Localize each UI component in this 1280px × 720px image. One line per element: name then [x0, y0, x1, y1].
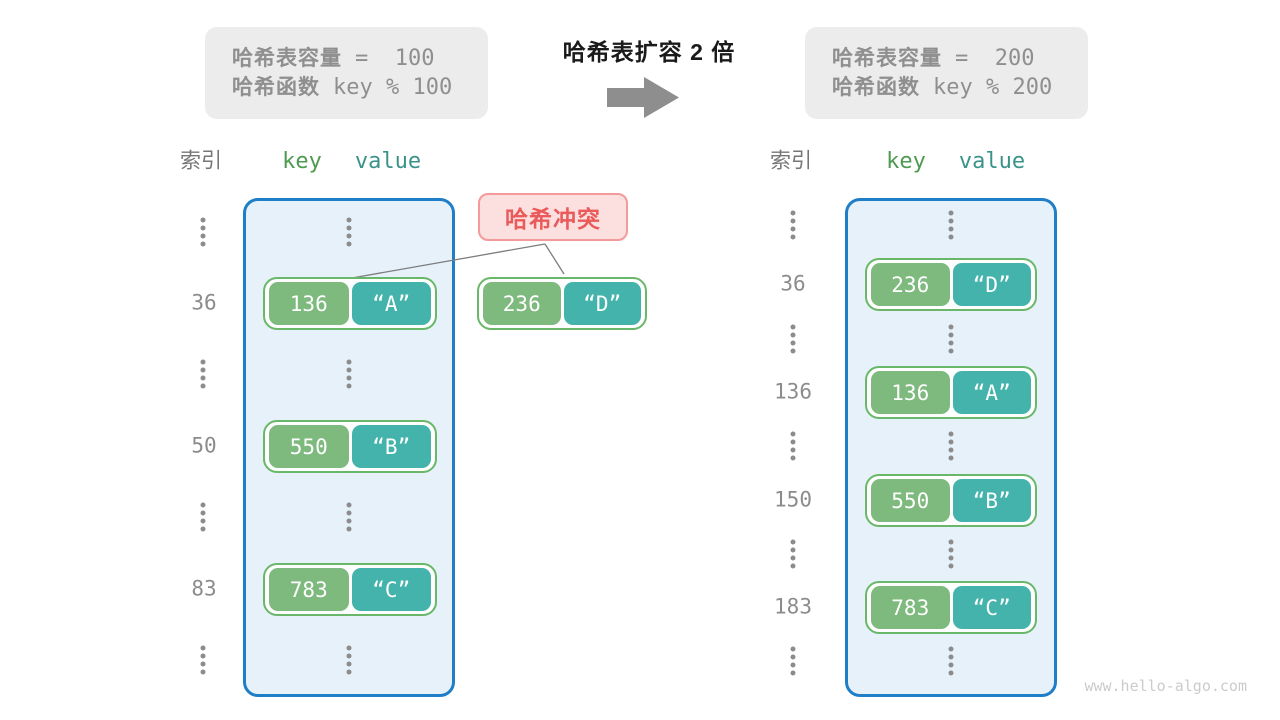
- ellipsis-icon: [948, 431, 954, 461]
- hash-function-label: 哈希函数: [832, 75, 920, 99]
- ellipsis-icon: [200, 645, 206, 675]
- kv-pair: 136 “A”: [263, 277, 437, 330]
- value-cell: “B”: [351, 425, 431, 468]
- value-cell: “A”: [952, 371, 1031, 414]
- hash-function-line: 哈希函数 key % 200: [832, 74, 1088, 100]
- ellipsis-icon: [790, 539, 796, 569]
- ellipsis-icon: [346, 217, 352, 247]
- key-cell: 550: [871, 479, 950, 522]
- right-index-label: 36: [780, 271, 806, 296]
- key-cell: 136: [269, 282, 349, 325]
- watermark-url: www.hello-algo.com: [1084, 677, 1247, 695]
- right-index-label: 183: [774, 594, 812, 619]
- key-cell: 783: [269, 568, 349, 611]
- ellipsis-icon: [790, 646, 796, 676]
- right-block-arrow-icon: [607, 77, 679, 118]
- ellipsis-icon: [790, 210, 796, 240]
- left-header-value: value: [354, 149, 422, 174]
- capacity-label: 哈希表容量: [232, 46, 342, 70]
- key-cell: 783: [871, 586, 950, 629]
- value-cell: “C”: [351, 568, 431, 611]
- ellipsis-icon: [948, 324, 954, 354]
- value-cell: “D”: [563, 282, 641, 325]
- capacity-info-box-after: 哈希表容量 = 200 哈希函数 key % 200: [805, 27, 1088, 119]
- capacity-line: 哈希表容量 = 200: [832, 45, 1088, 71]
- ellipsis-icon: [790, 324, 796, 354]
- value-cell: “D”: [952, 263, 1031, 306]
- key-cell: 236: [483, 282, 561, 325]
- key-cell: 236: [871, 263, 950, 306]
- right-header-index: 索引: [770, 149, 812, 173]
- left-index-label: 83: [191, 576, 217, 601]
- kv-pair: 783 “C”: [263, 563, 437, 616]
- ellipsis-icon: [200, 359, 206, 389]
- kv-pair: 236 “D”: [865, 258, 1037, 311]
- ellipsis-icon: [346, 502, 352, 532]
- hash-function-value: key % 200: [933, 74, 1053, 100]
- capacity-line: 哈希表容量 = 100: [232, 45, 488, 71]
- capacity-value: = 100: [355, 45, 435, 71]
- ellipsis-icon: [346, 645, 352, 675]
- kv-pair: 136 “A”: [865, 366, 1037, 419]
- ellipsis-icon: [948, 539, 954, 569]
- key-cell: 136: [871, 371, 950, 414]
- hash-collision-badge: 哈希冲突: [478, 193, 628, 241]
- ellipsis-icon: [790, 431, 796, 461]
- right-header-value: value: [958, 149, 1026, 174]
- ellipsis-icon: [200, 502, 206, 532]
- right-index-label: 150: [774, 487, 812, 512]
- key-cell: 550: [269, 425, 349, 468]
- left-index-label: 36: [191, 290, 217, 315]
- capacity-value: = 200: [955, 45, 1035, 71]
- expansion-title: 哈希表扩容 2 倍: [562, 39, 736, 65]
- right-header-key: key: [886, 149, 926, 174]
- left-index-label: 50: [191, 433, 217, 458]
- ellipsis-icon: [200, 217, 206, 247]
- value-cell: “C”: [952, 586, 1031, 629]
- value-cell: “A”: [351, 282, 431, 325]
- left-header-index: 索引: [180, 149, 222, 173]
- hash-function-line: 哈希函数 key % 100: [232, 74, 488, 100]
- kv-pair-collision: 236 “D”: [477, 277, 647, 330]
- ellipsis-icon: [948, 646, 954, 676]
- kv-pair: 550 “B”: [263, 420, 437, 473]
- ellipsis-icon: [346, 359, 352, 389]
- left-header-key: key: [282, 149, 322, 174]
- kv-pair: 783 “C”: [865, 581, 1037, 634]
- capacity-info-box-before: 哈希表容量 = 100 哈希函数 key % 100: [205, 27, 488, 119]
- capacity-label: 哈希表容量: [832, 46, 942, 70]
- hash-function-label: 哈希函数: [232, 75, 320, 99]
- value-cell: “B”: [952, 479, 1031, 522]
- ellipsis-icon: [948, 210, 954, 240]
- kv-pair: 550 “B”: [865, 474, 1037, 527]
- hash-function-value: key % 100: [333, 74, 453, 100]
- right-index-label: 136: [774, 379, 812, 404]
